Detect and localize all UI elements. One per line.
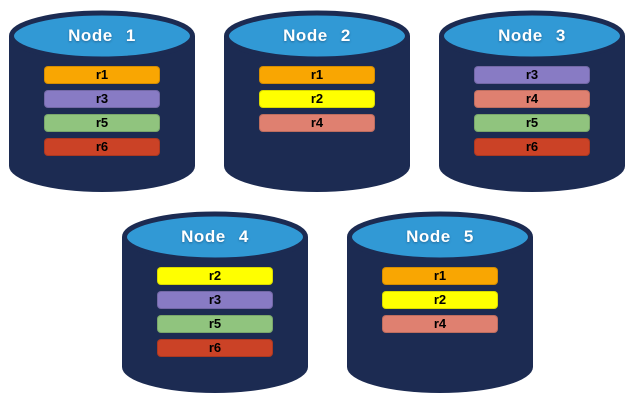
node-title: Node 3	[498, 26, 566, 45]
record-r2: r2	[382, 291, 498, 309]
cylinder-top-ellipse	[439, 10, 625, 62]
cylinder-top-ellipse	[122, 211, 308, 263]
database-node-5: Node 5 r1 r2 r4	[347, 210, 533, 394]
record-r1: r1	[382, 267, 498, 285]
record-r6: r6	[474, 138, 590, 156]
cylinder-top-ellipse	[347, 211, 533, 263]
record-r6: r6	[157, 339, 273, 357]
database-node-2: Node 2 r1 r2 r4	[224, 9, 410, 193]
node-title: Node 5	[406, 227, 474, 246]
record-r4: r4	[474, 90, 590, 108]
record-r3: r3	[474, 66, 590, 84]
node-title: Node 2	[283, 26, 351, 45]
record-r4: r4	[382, 315, 498, 333]
node-title: Node 1	[68, 26, 136, 45]
record-r2: r2	[259, 90, 375, 108]
cylinder-top-ellipse	[9, 10, 195, 62]
record-list: r3 r4 r5 r6	[474, 66, 590, 156]
record-list: r1 r3 r5 r6	[44, 66, 160, 156]
record-r3: r3	[44, 90, 160, 108]
record-r5: r5	[157, 315, 273, 333]
record-r6: r6	[44, 138, 160, 156]
record-r4: r4	[259, 114, 375, 132]
database-node-3: Node 3 r3 r4 r5 r6	[439, 9, 625, 193]
record-r5: r5	[44, 114, 160, 132]
record-list: r2 r3 r5 r6	[157, 267, 273, 357]
node-title: Node 4	[181, 227, 249, 246]
record-r2: r2	[157, 267, 273, 285]
record-list: r1 r2 r4	[382, 267, 498, 333]
record-r3: r3	[157, 291, 273, 309]
record-r1: r1	[259, 66, 375, 84]
database-node-4: Node 4 r2 r3 r5 r6	[122, 210, 308, 394]
database-node-1: Node 1 r1 r3 r5 r6	[9, 9, 195, 193]
record-r5: r5	[474, 114, 590, 132]
record-list: r1 r2 r4	[259, 66, 375, 132]
record-r1: r1	[44, 66, 160, 84]
cylinder-top-ellipse	[224, 10, 410, 62]
